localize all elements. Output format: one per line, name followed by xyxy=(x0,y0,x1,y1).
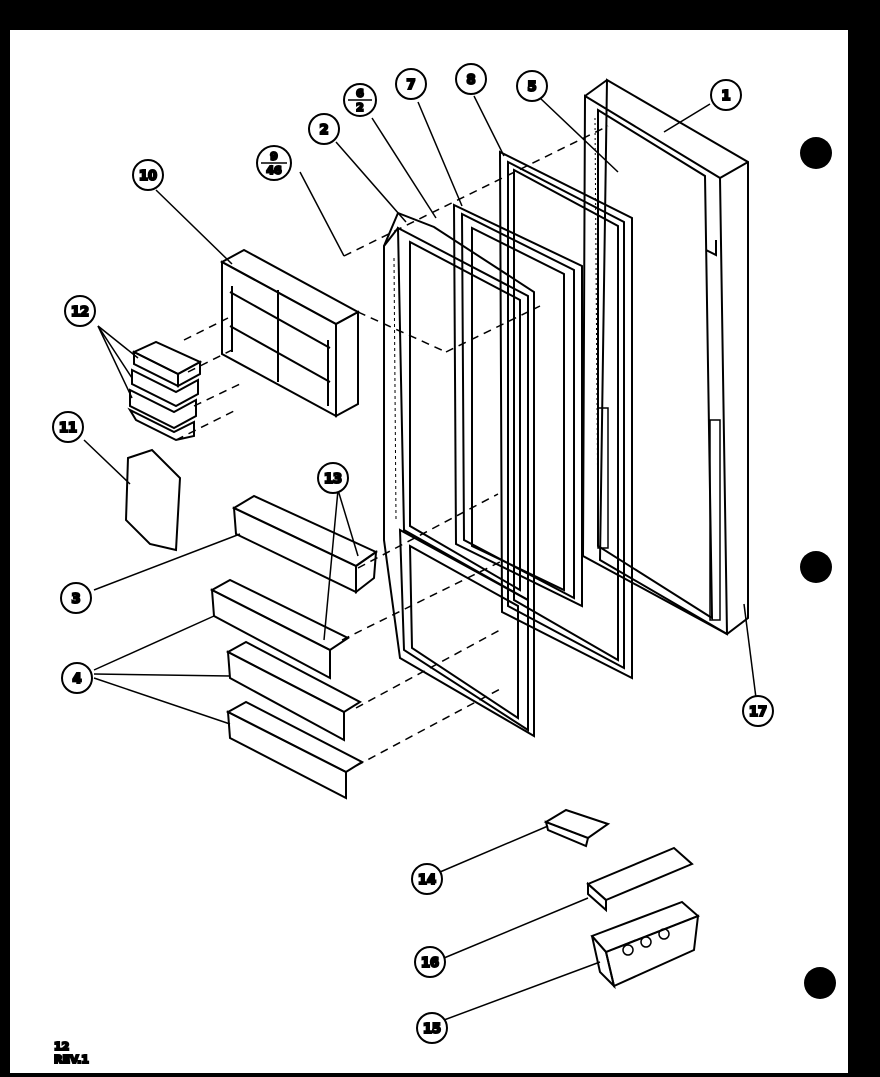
callout-14: 14 xyxy=(418,873,436,888)
leader-lines xyxy=(83,95,757,1021)
part-door-bins xyxy=(209,578,365,800)
part-shelf-rack xyxy=(219,248,361,418)
callout-9: 9 xyxy=(270,150,278,163)
callout-2: 2 xyxy=(319,123,328,138)
callout-16: 16 xyxy=(421,956,439,971)
callout-11: 11 xyxy=(59,421,77,436)
part-back-panel xyxy=(581,78,749,636)
part-ice-bin xyxy=(590,900,700,990)
part-small-tray xyxy=(543,808,611,848)
part-inner-frame xyxy=(452,203,583,608)
part-gasket xyxy=(498,150,633,680)
assembly-lines xyxy=(175,125,609,767)
callout-3: 3 xyxy=(71,592,80,607)
part-door-liner xyxy=(383,211,535,738)
callout-10: 10 xyxy=(139,169,157,184)
callout-6: 6 xyxy=(356,87,364,100)
part-lid xyxy=(586,846,694,913)
callout-5: 5 xyxy=(527,80,536,95)
callout-7: 7 xyxy=(406,78,415,93)
callout-9-sub: 46 xyxy=(266,164,282,177)
callout-8: 8 xyxy=(466,73,475,88)
fraction-bars xyxy=(261,99,372,164)
callout-17: 17 xyxy=(749,705,767,720)
callout-circles xyxy=(52,63,774,1044)
callout-6-sub: 2 xyxy=(356,101,364,114)
callout-4: 4 xyxy=(72,672,81,687)
binder-holes xyxy=(800,137,836,999)
part-containers xyxy=(127,340,203,442)
callout-13: 13 xyxy=(324,472,342,487)
drawing-area xyxy=(10,30,848,1073)
revision-label: REV.1 xyxy=(54,1053,89,1066)
page-number: 12 xyxy=(54,1040,69,1053)
callout-12: 12 xyxy=(71,305,89,320)
part-small-panel xyxy=(124,448,182,552)
callout-1: 1 xyxy=(721,89,730,104)
callout-15: 15 xyxy=(423,1022,441,1037)
part-upper-bin xyxy=(231,494,379,595)
